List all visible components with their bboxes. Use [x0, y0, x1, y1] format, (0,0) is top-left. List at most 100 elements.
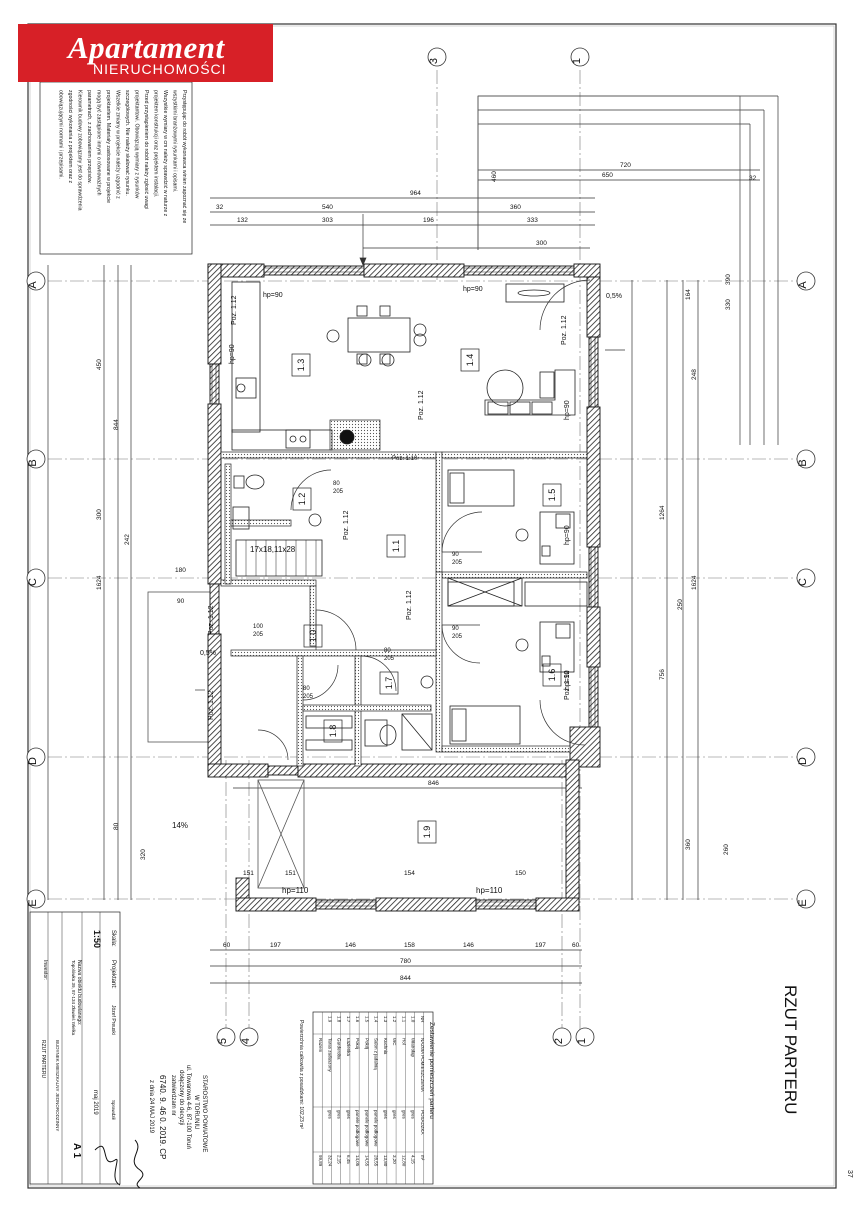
- schedule-cell: gres: [383, 1110, 388, 1120]
- dimension-top: 650: [602, 172, 613, 179]
- dimension-top: 964: [410, 190, 421, 197]
- brand-sub: NIERUCHOMOŚCI: [93, 61, 227, 77]
- title-projektant-name: Józef Preuski: [110, 1005, 116, 1035]
- hp-label: hp=110: [282, 886, 309, 895]
- door-dim-label: 90: [452, 626, 459, 632]
- schedule-cell: panele podłogowe: [364, 1110, 369, 1147]
- approval-stamp-line: z dnia 24 MAJ 2019: [148, 1080, 154, 1134]
- axis-bubble-right-C: [796, 568, 816, 588]
- hp-label: hp=90: [263, 292, 283, 299]
- dimension-bottom: 150: [515, 870, 526, 877]
- schedule-cell: 32,24: [327, 1155, 332, 1167]
- schedule-cell: Łazienka: [346, 1038, 351, 1057]
- schedule-total-label: Razem: [318, 1038, 323, 1053]
- axis-bubble-bottom-4: [239, 1027, 259, 1047]
- drawing-date: maj 2019: [92, 1090, 98, 1115]
- title-obiekt: Nazwa obiektu budowlanego:: [76, 960, 82, 1025]
- schedule-cell: Wiatrołap: [411, 1038, 416, 1058]
- dimension-bottom: 780: [400, 958, 411, 965]
- note-line: zgodności wykonania z projektem oraz z: [67, 90, 73, 184]
- axis-bubble-top-1: [570, 47, 590, 67]
- title-rzut: RZUT PARTERU: [40, 1040, 46, 1078]
- dimension-bottom: 158: [404, 942, 415, 949]
- slope-label: 14%: [172, 821, 188, 830]
- approval-stamp-line: 6740. 9. 46 0. 2019. CP: [158, 1075, 167, 1160]
- signature: [94, 1145, 121, 1186]
- interior-walls: [220, 419, 588, 767]
- schedule-cell: gres: [401, 1110, 406, 1120]
- hp-label: hp=90: [564, 525, 571, 545]
- door-dim-label: 205: [333, 489, 344, 495]
- dimension-left: 1624: [96, 575, 103, 590]
- schedule-cell: 3,20: [392, 1155, 397, 1164]
- dimension-right: 390: [725, 274, 732, 285]
- hp-label: hp=110: [476, 886, 503, 895]
- door-swings: [257, 279, 591, 761]
- room-number-1.4: 1.4: [465, 354, 475, 367]
- poz-label: Poz. 1.12: [564, 670, 571, 700]
- approval-stamp-line: zatwierdzam nr: [170, 1075, 176, 1116]
- note-line: Wszelkie zmiany w projekcie należy uzgod…: [115, 90, 121, 199]
- dimension-top: 32: [216, 204, 224, 211]
- title-projektant: Projektant:: [110, 960, 116, 989]
- axis-bubble-left-C: [26, 568, 46, 588]
- room-number-1.8: 1.8: [328, 725, 338, 738]
- misc-marks: [195, 214, 625, 691]
- schedule-col-header: m²: [420, 1155, 425, 1161]
- schedule-cell: gres: [337, 1110, 342, 1120]
- axis-bubble-bottom-5: [216, 1027, 236, 1047]
- room-tag-1.8: [323, 719, 343, 743]
- brand-logo: Apartament NIERUCHOMOŚCI: [18, 24, 273, 82]
- note-line: Kierownik budowy zobowiązany jest do spr…: [77, 90, 83, 211]
- poz-label: Poz. 1.12: [406, 590, 413, 620]
- schedule-cell: 1.5: [364, 1016, 369, 1023]
- schedule-cell: Hol: [401, 1038, 406, 1045]
- schedule-cell: Taras zadaszony: [327, 1038, 332, 1073]
- schedule-cell: gres: [411, 1110, 416, 1120]
- dimension-right: 756: [659, 669, 666, 680]
- page-number: 37: [846, 1170, 853, 1178]
- dimension-top: 196: [423, 217, 434, 224]
- axis-bubble-left-D: [26, 747, 46, 767]
- dimension-right: 248: [691, 369, 698, 380]
- room-tag-1.2: [292, 487, 312, 511]
- note-line: projektantem. Materiały zastosowane w pr…: [105, 90, 111, 203]
- door-dim-label: 205: [452, 634, 463, 640]
- axis-bubble-top-3: [427, 47, 447, 67]
- title-scale-value: 1:50: [92, 930, 102, 948]
- note-line: Wszystkie wymiary w cm należy sprawdzić …: [162, 90, 168, 217]
- dimension-top: 360: [510, 204, 521, 211]
- dimension-left: 80: [113, 822, 120, 830]
- dimension-left: 450: [96, 359, 103, 370]
- dimension-left: 320: [140, 849, 147, 860]
- room-tag-1.6: [542, 663, 562, 687]
- title-adres: Topolówka 39, 87-134 Zławieś Wielka: [71, 960, 76, 1036]
- poz-label: Poz. 1.12: [561, 315, 568, 345]
- axis-bubble-right-D-label: D: [797, 757, 809, 765]
- note-line: Przed przystąpieniem do robót należy zgł…: [143, 90, 149, 209]
- dimension-top: 333: [527, 217, 538, 224]
- note-line: projektem konstrukcji oraz projektem ins…: [153, 90, 159, 197]
- room-schedule-table: [312, 1011, 434, 1185]
- dimension-lines: [47, 95, 779, 984]
- dimension-bottom: 846: [428, 780, 439, 787]
- title-inwestor: Inwestor:: [42, 960, 48, 980]
- dimension-top: 460: [491, 171, 498, 182]
- note-line: parametrach, z zachowaniem przepisów.: [86, 90, 92, 184]
- furniture: [231, 281, 588, 751]
- stairs-label: 17x18,11x28: [250, 545, 296, 554]
- note-line: obowiązującymi normami i przepisami.: [58, 90, 64, 179]
- dimension-top: 132: [237, 217, 248, 224]
- hp-label: hp=90: [229, 344, 236, 364]
- drawing-sheet-number: A 1: [71, 1143, 82, 1159]
- note-line: wszystkimi branżowymi rysunkami i opisam…: [172, 90, 178, 192]
- axis-grid: [48, 70, 805, 1030]
- door-dim-label: 90: [452, 552, 459, 558]
- schedule-header: Zestawienie pomieszczeń parteru: [428, 1022, 435, 1119]
- approval-stamp-line: dołączony do decyzji: [178, 1070, 184, 1125]
- axis-bubble-bottom-2-label: 2: [553, 1038, 565, 1044]
- hp-label: hp=90: [463, 286, 483, 293]
- schedule-cell: gres: [327, 1110, 332, 1120]
- schedule-cell: 28,55: [374, 1155, 379, 1167]
- room-number-1.1: 1.1: [391, 540, 401, 553]
